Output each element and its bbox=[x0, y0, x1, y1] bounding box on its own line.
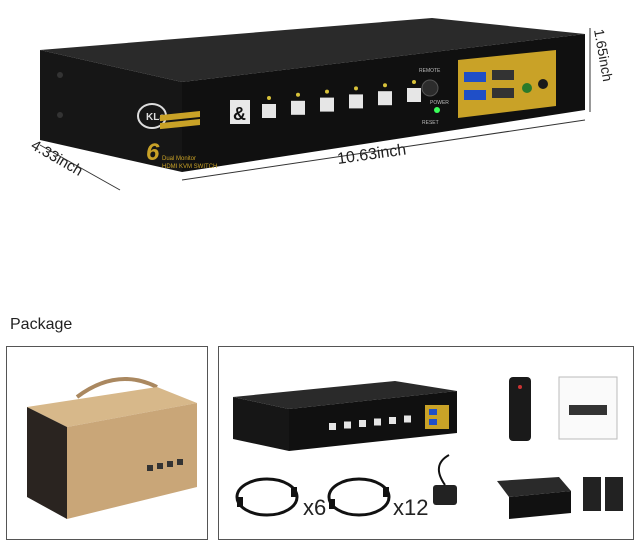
usb-port-blue-2 bbox=[464, 90, 486, 100]
thumb-port-button-5 bbox=[389, 417, 396, 424]
port-button-5 bbox=[378, 91, 392, 106]
ir-remote-control bbox=[509, 377, 531, 441]
port-led-2 bbox=[296, 92, 300, 97]
usb-port-blue-1 bbox=[464, 72, 486, 82]
user-manual bbox=[558, 376, 618, 440]
channel-display bbox=[230, 100, 250, 124]
port-button-6 bbox=[407, 88, 421, 102]
port-count-digit: 6 bbox=[146, 139, 160, 166]
usb-audio-panel bbox=[458, 50, 556, 118]
port-button-1 bbox=[262, 104, 276, 118]
package-heading: Package bbox=[10, 316, 73, 333]
thumb-port-button-1 bbox=[329, 423, 336, 430]
rack-mount-brackets bbox=[583, 477, 623, 511]
remote-ir-sensor bbox=[421, 79, 439, 97]
package-contents-image bbox=[233, 376, 623, 519]
port-buttons-group bbox=[262, 80, 421, 118]
thumb-port-button-3 bbox=[359, 420, 366, 427]
port-led-1 bbox=[267, 96, 271, 100]
usb-port-2 bbox=[492, 88, 514, 98]
package-box-frame bbox=[6, 346, 208, 540]
retail-box-image bbox=[27, 377, 197, 519]
port-button-3 bbox=[320, 97, 334, 112]
hdmi-cable bbox=[235, 477, 299, 517]
svg-text:POWER: POWER bbox=[430, 100, 449, 106]
audio-jack bbox=[538, 79, 548, 89]
usb-cable bbox=[327, 477, 391, 517]
product-hero-image: KLau 6 Dual Monitor HDMI KVM SWITCH & RE… bbox=[28, 18, 616, 191]
kvm-switch-thumbnail bbox=[233, 381, 457, 451]
kvm-top-surface bbox=[40, 18, 585, 82]
usb-cable-qty: x12 bbox=[393, 495, 429, 520]
package-contents-frame: x6 x12 bbox=[218, 346, 634, 540]
port-button-4 bbox=[349, 94, 363, 109]
thumb-port-button-6 bbox=[404, 415, 411, 423]
svg-text:&: & bbox=[233, 104, 246, 124]
hdmi-cable-qty: x6 bbox=[303, 495, 327, 520]
ir-extender bbox=[497, 477, 571, 519]
product-type-label: HDMI KVM SWITCH bbox=[162, 164, 217, 170]
power-led bbox=[434, 107, 440, 113]
port-button-2 bbox=[291, 100, 305, 115]
svg-text:KLau: KLau bbox=[146, 112, 171, 123]
thumb-port-button-4 bbox=[374, 418, 381, 426]
port-led-5 bbox=[383, 83, 387, 88]
usb-port-1 bbox=[492, 70, 514, 80]
dimension-height: 1.65inch bbox=[591, 28, 616, 83]
power-adapter bbox=[433, 454, 457, 505]
mic-jack bbox=[522, 83, 532, 93]
svg-text:RESET: RESET bbox=[422, 120, 439, 126]
dual-monitor-label: Dual Monitor bbox=[162, 156, 196, 162]
svg-text:REMOTE: REMOTE bbox=[419, 68, 441, 74]
thumb-port-button-2 bbox=[344, 421, 351, 429]
kvm-left-side bbox=[40, 50, 182, 172]
port-led-4 bbox=[354, 86, 358, 91]
port-led-6 bbox=[412, 80, 416, 84]
port-led-3 bbox=[325, 89, 329, 94]
